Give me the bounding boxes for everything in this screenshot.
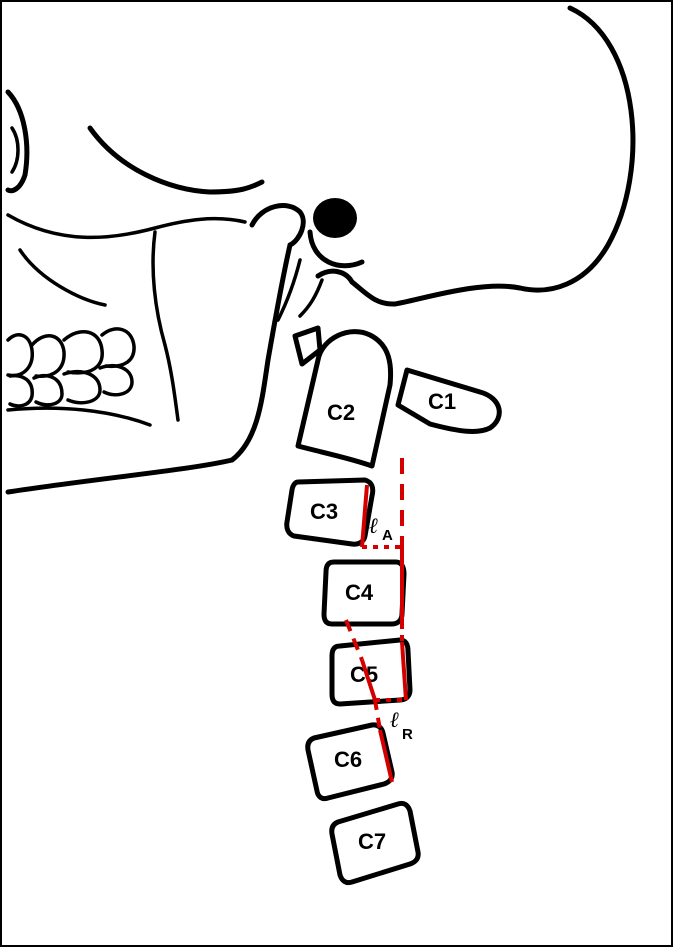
c4-label: C4 — [345, 580, 374, 605]
l-a-symbol: ℓ — [369, 513, 378, 538]
c7-label: C7 — [358, 829, 386, 854]
vertebra-c5: C5 — [332, 640, 410, 704]
vertebra-c4: C4 — [324, 562, 404, 624]
c3-label: C3 — [310, 499, 338, 524]
c6-label: C6 — [334, 747, 362, 772]
l-r-symbol: ℓ — [390, 707, 399, 732]
c2-label: C2 — [327, 400, 355, 425]
c1-label: C1 — [428, 389, 456, 414]
l-a-subscript: A — [382, 527, 393, 544]
ear-canal — [313, 198, 357, 238]
l-r-subscript: R — [402, 726, 413, 743]
vertebra-c3: C3 — [287, 480, 373, 544]
